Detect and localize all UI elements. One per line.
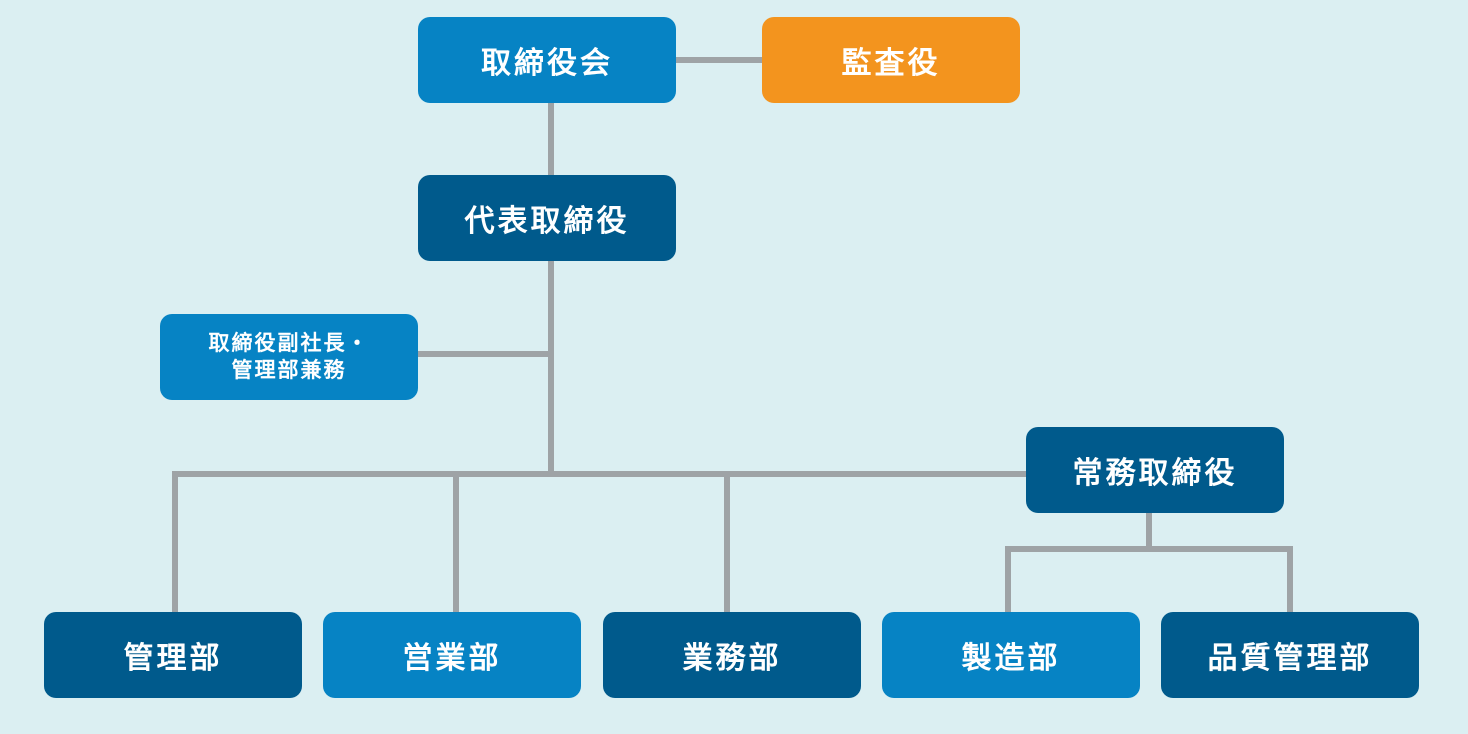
vice-president-label-line1: 取締役副社長・ <box>208 331 370 355</box>
vice-president-label-line2: 管理部兼務 <box>231 358 347 382</box>
quality-dept-label: 品質管理部 <box>1207 641 1373 676</box>
president-label: 代表取締役 <box>464 204 630 239</box>
board-of-directors-box: 取締役会 <box>418 17 676 103</box>
president-box: 代表取締役 <box>418 175 676 261</box>
manufacturing-dept-label: 製造部 <box>961 641 1061 676</box>
managing-director-box: 常務取締役 <box>1026 427 1284 513</box>
sales-dept-label: 営業部 <box>402 641 502 676</box>
quality-dept-box: 品質管理部 <box>1161 612 1419 698</box>
auditor-label: 監査役 <box>841 46 941 81</box>
admin-dept-box: 管理部 <box>44 612 302 698</box>
sales-dept-box: 営業部 <box>323 612 581 698</box>
vice-president-box: 取締役副社長・ 管理部兼務 <box>160 314 418 400</box>
admin-dept-label: 管理部 <box>123 641 223 676</box>
business-dept-label: 業務部 <box>682 641 782 676</box>
managing-director-label: 常務取締役 <box>1072 456 1238 491</box>
board-of-directors-label: 取締役会 <box>481 46 613 81</box>
manufacturing-dept-box: 製造部 <box>882 612 1140 698</box>
auditor-box: 監査役 <box>762 17 1020 103</box>
business-dept-box: 業務部 <box>603 612 861 698</box>
